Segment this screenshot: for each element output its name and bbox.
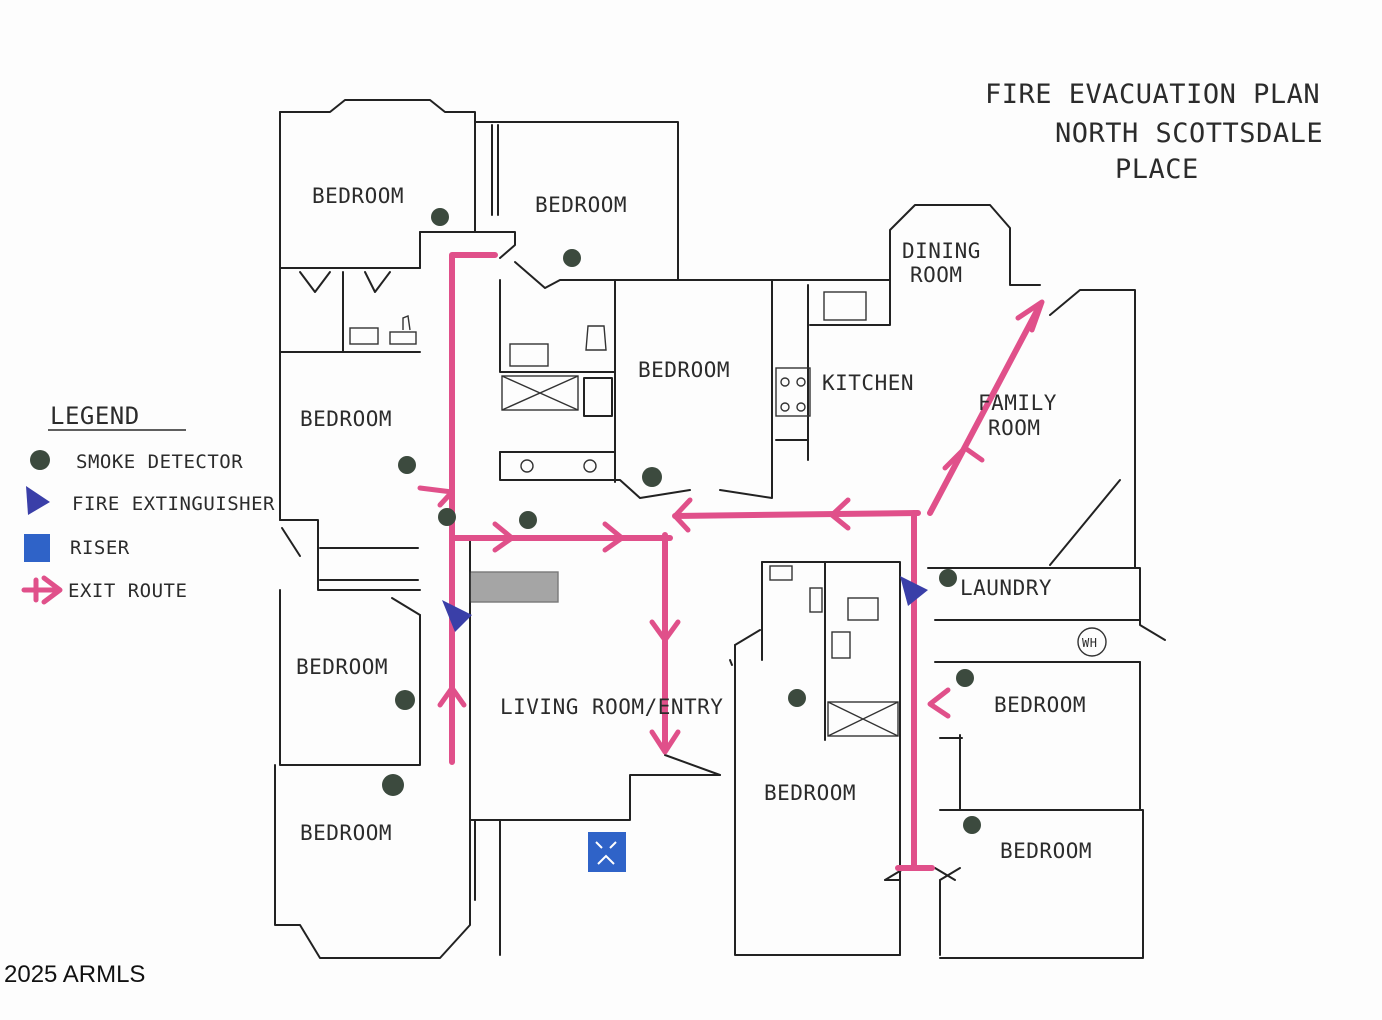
smoke-detector-icon [956, 669, 974, 687]
smoke-detector-icon [563, 249, 581, 267]
exit-route-arrowhead [417, 485, 455, 508]
room-label-bedroom: BEDROOM [312, 184, 404, 208]
title-line-3: PLACE [1115, 154, 1199, 185]
exit-route-arrowhead [437, 685, 467, 708]
room-label-bedroom: BEDROOM [1000, 839, 1092, 863]
riser [588, 832, 626, 872]
room-label-laundry: LAUNDRY [960, 576, 1052, 600]
legend-item-smoke-detector: SMOKE DETECTOR [76, 451, 243, 473]
exit-route-arrowhead [927, 687, 951, 719]
exit-route-arrowhead [672, 497, 693, 533]
fire-extinguisher-icon [900, 576, 928, 606]
exit-routes [417, 252, 1045, 871]
room-label-bedroom: BEDROOM [764, 781, 856, 805]
title-line-1: FIRE EVACUATION PLAN [985, 79, 1320, 110]
smoke-detector-icon [963, 816, 981, 834]
smoke-detector-icon [642, 467, 662, 487]
room-label-living-room: LIVING ROOM/ENTRY [500, 695, 723, 719]
fire-extinguisher-icon [442, 600, 472, 632]
legend: LEGEND SMOKE DETECTOR FIRE EXTINGUISHER … [21, 402, 275, 605]
exit-route-arrowhead [492, 521, 515, 553]
legend-item-riser: RISER [70, 537, 130, 559]
smoke-detector-icon [519, 511, 537, 529]
room-label-bedroom: BEDROOM [300, 407, 392, 431]
legend-item-fire-extinguisher: FIRE EXTINGUISHER [72, 493, 275, 515]
smoke-detector-icon [395, 690, 415, 710]
smoke-detector-icon [438, 508, 456, 526]
room-label-family-room: FAMILY [978, 391, 1057, 415]
exit-route-main-corridor [672, 510, 921, 519]
exit-route-arrowhead [1015, 299, 1045, 333]
exit-route-arrowhead [829, 497, 851, 531]
room-label-bedroom: BEDROOM [300, 821, 392, 845]
room-label-bedroom: BEDROOM [994, 693, 1086, 717]
smoke-detector-icon [30, 450, 50, 470]
copyright-watermark: 2025 ARMLS [4, 961, 145, 988]
riser-icon [24, 534, 50, 562]
exit-route-family-room [927, 302, 1043, 516]
legend-item-exit-route: EXIT ROUTE [68, 580, 187, 602]
fire-extinguishers [442, 576, 928, 632]
room-label-bedroom: BEDROOM [535, 193, 627, 217]
water-heater-label: WH [1082, 636, 1097, 650]
exit-route-arrow-icon [21, 575, 63, 605]
room-label-dining-room: ROOM [910, 263, 963, 287]
smoke-detector-icon [788, 689, 806, 707]
smoke-detectors [382, 208, 981, 834]
room-label-family-room: ROOM [988, 416, 1041, 440]
fire-extinguisher-icon [26, 486, 50, 515]
smoke-detector-icon [382, 774, 404, 796]
walls [274, 99, 1166, 959]
room-label-dining-room: DINING [902, 239, 981, 263]
exit-route-arrowhead [942, 445, 985, 471]
room-label-bedroom: BEDROOM [296, 655, 388, 679]
exit-route-arrowhead [649, 619, 681, 643]
exit-route-east-corridor [895, 510, 935, 871]
room-label-bedroom: BEDROOM [638, 358, 730, 382]
smoke-detector-icon [431, 208, 449, 226]
title-line-2: NORTH SCOTTSDALE [1055, 118, 1323, 149]
exit-route-west-corridor [449, 252, 498, 765]
legend-heading: LEGEND [50, 402, 140, 430]
smoke-detector-icon [398, 456, 416, 474]
room-labels: BEDROOM BEDROOM DINING ROOM BEDROOM KITC… [296, 184, 1097, 863]
smoke-detector-icon [939, 569, 957, 587]
exit-route-arrowhead [649, 729, 681, 755]
exit-route-arrowhead [602, 521, 625, 553]
room-label-kitchen: KITCHEN [822, 371, 914, 395]
riser-icon [588, 832, 626, 872]
plan-title: FIRE EVACUATION PLAN NORTH SCOTTSDALE PL… [985, 79, 1323, 185]
